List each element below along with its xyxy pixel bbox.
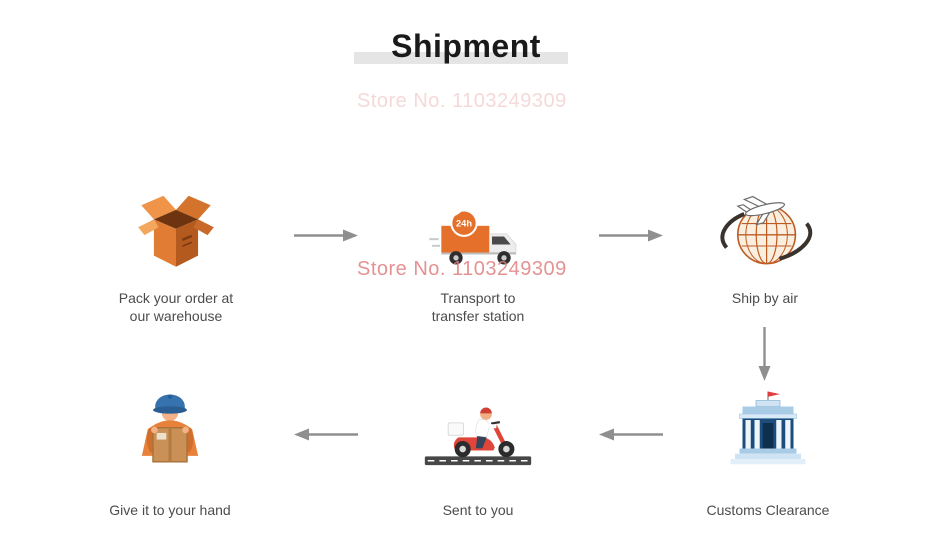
- arrow-right-icon: [599, 228, 663, 248]
- courier-with-box-icon-svg: [141, 394, 199, 463]
- truck-24h-icon: 24h: [428, 185, 528, 270]
- title-underline: [354, 52, 568, 64]
- arrow-left-icon: [599, 427, 663, 447]
- step-label: Sent to you: [443, 501, 514, 519]
- step-pack-order: Pack your order at our warehouse: [66, 185, 286, 326]
- step-transport: 24h Transport to transfer station: [368, 185, 588, 326]
- customs-building-icon-svg: [730, 391, 806, 465]
- truck-24h-icon-svg: 24h: [429, 209, 517, 265]
- globe-airplane-icon: [717, 185, 813, 270]
- step-label: Transport to transfer station: [432, 289, 525, 326]
- step-label: Ship by air: [732, 289, 798, 307]
- step-label-line1: Ship by air: [731, 290, 799, 306]
- step-label-line2: transfer station: [431, 308, 525, 325]
- arrow-right-icon: [294, 228, 358, 248]
- open-box-icon: [135, 185, 217, 270]
- step-label-line1: Give it to your hand: [109, 502, 231, 518]
- arrow-left-icon: [294, 427, 358, 447]
- step-label: Give it to your hand: [109, 501, 230, 519]
- step-label-line1: Transport to: [440, 290, 516, 306]
- step-label: Pack your order at our warehouse: [119, 289, 233, 326]
- step-sent-to-you: Sent to you: [368, 383, 588, 519]
- page-title: Shipment: [391, 28, 541, 64]
- step-label-line1: Customs Clearance: [706, 502, 830, 518]
- courier-with-box-icon: [133, 383, 207, 468]
- customs-building-icon: [723, 383, 813, 468]
- globe-airplane-icon-svg: [720, 195, 813, 265]
- open-box-icon-svg: [138, 195, 214, 267]
- step-label-line2: our warehouse: [129, 308, 223, 325]
- truck-24h-badge-label: 24h: [456, 219, 472, 229]
- step-label: Customs Clearance: [707, 501, 830, 519]
- store-watermark-top: Store No. 1103249309: [357, 90, 567, 112]
- delivery-scooter-icon-svg: [424, 407, 532, 466]
- step-give-to-hand: Give it to your hand: [60, 383, 280, 519]
- step-label-line1: Sent to you: [442, 502, 514, 518]
- arrow-down-icon: [757, 327, 772, 386]
- step-label-line1: Pack your order at: [118, 290, 234, 306]
- step-customs-clearance: Customs Clearance: [658, 383, 878, 519]
- store-watermark-middle: Store No. 1103249309: [357, 258, 567, 280]
- step-ship-by-air: Ship by air: [655, 185, 875, 307]
- delivery-scooter-icon: [423, 383, 533, 468]
